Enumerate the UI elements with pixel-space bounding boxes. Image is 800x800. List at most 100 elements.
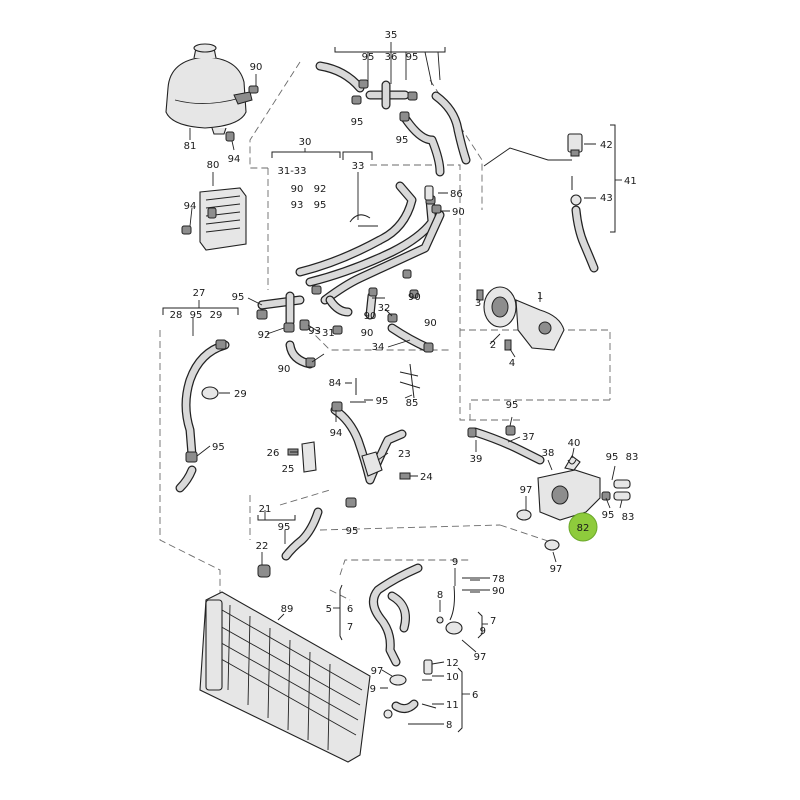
label-94: 94 bbox=[330, 428, 343, 439]
label-92: 92 bbox=[314, 184, 327, 195]
label-9: 9 bbox=[370, 684, 376, 695]
label-95: 95 bbox=[190, 310, 203, 321]
clamp-94-tank[interactable] bbox=[225, 131, 235, 142]
label-83: 83 bbox=[626, 452, 639, 463]
part-labels: 35 95 36 95 90 95 95 81 94 80 94 42 41 4… bbox=[170, 30, 639, 731]
label-95: 95 bbox=[314, 200, 327, 211]
label-36: 36 bbox=[385, 52, 398, 63]
label-6: 6 bbox=[347, 604, 353, 615]
label-2: 2 bbox=[490, 340, 496, 351]
hose-86[interactable] bbox=[424, 185, 434, 201]
thermostat-housing[interactable] bbox=[537, 455, 601, 521]
expansion-tank[interactable] bbox=[165, 43, 253, 135]
bolt-24[interactable] bbox=[399, 472, 411, 480]
oring-97[interactable] bbox=[516, 509, 532, 521]
label-41: 41 bbox=[624, 176, 637, 187]
pipe-85[interactable] bbox=[399, 363, 421, 399]
oil-cooler[interactable] bbox=[199, 187, 247, 251]
label-85: 85 bbox=[406, 398, 419, 409]
hose-5[interactable] bbox=[369, 563, 423, 667]
bolt-4[interactable] bbox=[504, 339, 512, 351]
connector-31-group[interactable] bbox=[256, 285, 322, 369]
clamp-94-oilcooler[interactable] bbox=[181, 225, 192, 235]
label-90: 90 bbox=[364, 311, 377, 322]
water-pump[interactable] bbox=[483, 286, 565, 351]
label-5: 5 bbox=[326, 604, 332, 615]
connecting-pipe-37[interactable] bbox=[467, 425, 545, 465]
label-39: 39 bbox=[470, 454, 483, 465]
label-95: 95 bbox=[346, 526, 359, 537]
hose-83[interactable] bbox=[613, 479, 631, 501]
sensor-40[interactable] bbox=[567, 459, 577, 465]
label-7: 7 bbox=[490, 616, 496, 627]
radiator[interactable] bbox=[199, 591, 371, 763]
label-37: 37 bbox=[522, 432, 535, 443]
label-7: 7 bbox=[347, 622, 353, 633]
label-82: 82 bbox=[577, 523, 590, 534]
label-95: 95 bbox=[232, 292, 245, 303]
hose-assembly-35[interactable] bbox=[315, 61, 471, 177]
vacuum-line-41[interactable] bbox=[483, 147, 599, 273]
label-78: 78 bbox=[492, 574, 505, 585]
label-90: 90 bbox=[361, 328, 374, 339]
hose-7[interactable] bbox=[436, 579, 480, 635]
clamp-90-tank[interactable] bbox=[248, 85, 259, 94]
label-95: 95 bbox=[212, 442, 225, 453]
label-95: 95 bbox=[406, 52, 419, 63]
pipe-23[interactable] bbox=[330, 401, 407, 508]
label-90: 90 bbox=[424, 318, 437, 329]
label-29: 29 bbox=[234, 389, 247, 400]
label-93: 93 bbox=[291, 200, 304, 211]
label-27: 27 bbox=[193, 288, 206, 299]
label-21: 21 bbox=[259, 504, 272, 515]
label-8: 8 bbox=[446, 720, 452, 731]
label-24: 24 bbox=[420, 472, 433, 483]
label-10: 10 bbox=[446, 672, 459, 683]
valve-42[interactable] bbox=[567, 133, 583, 157]
label-32: 32 bbox=[378, 303, 391, 314]
label-11: 11 bbox=[446, 700, 459, 711]
clamp-29[interactable] bbox=[201, 386, 219, 400]
label-1: 1 bbox=[537, 291, 543, 302]
label-40: 40 bbox=[568, 438, 581, 449]
label-86: 86 bbox=[450, 189, 463, 200]
label-3: 3 bbox=[475, 298, 481, 309]
label-43: 43 bbox=[600, 193, 613, 204]
label-35: 35 bbox=[385, 30, 398, 41]
label-90: 90 bbox=[452, 207, 465, 218]
label-9: 9 bbox=[480, 626, 486, 637]
highlight-badge-82[interactable] bbox=[568, 512, 598, 542]
group-outlines bbox=[159, 61, 611, 601]
bracket-25[interactable] bbox=[301, 441, 317, 473]
hose-27[interactable] bbox=[175, 339, 230, 493]
label-95: 95 bbox=[396, 135, 409, 146]
label-97: 97 bbox=[371, 666, 384, 677]
label-84: 84 bbox=[329, 378, 342, 389]
label-90: 90 bbox=[250, 62, 263, 73]
leader-lines bbox=[162, 42, 623, 733]
hose-84[interactable] bbox=[350, 378, 366, 403]
hose-32-34[interactable] bbox=[325, 269, 434, 353]
label-81: 81 bbox=[184, 141, 197, 152]
label-25: 25 bbox=[282, 464, 295, 475]
label-94: 94 bbox=[184, 201, 197, 212]
bolt-3[interactable] bbox=[476, 289, 484, 301]
label-89: 89 bbox=[281, 604, 294, 615]
label-94: 94 bbox=[228, 154, 241, 165]
label-90: 90 bbox=[408, 292, 421, 303]
label-22: 22 bbox=[256, 541, 269, 552]
label-6: 6 bbox=[472, 690, 478, 701]
label-97: 97 bbox=[474, 652, 487, 663]
hose-21[interactable] bbox=[257, 507, 323, 578]
label-90: 90 bbox=[492, 586, 505, 597]
hose-6[interactable] bbox=[383, 659, 437, 719]
label-95: 95 bbox=[278, 522, 291, 533]
oring-97-lower[interactable] bbox=[544, 539, 560, 551]
label-95: 95 bbox=[376, 396, 389, 407]
heater-pipes-30[interactable] bbox=[295, 181, 445, 305]
clamp-95-housing[interactable] bbox=[601, 491, 611, 501]
label-95: 95 bbox=[506, 400, 519, 411]
label-30: 30 bbox=[299, 137, 312, 148]
label-29: 29 bbox=[210, 310, 223, 321]
